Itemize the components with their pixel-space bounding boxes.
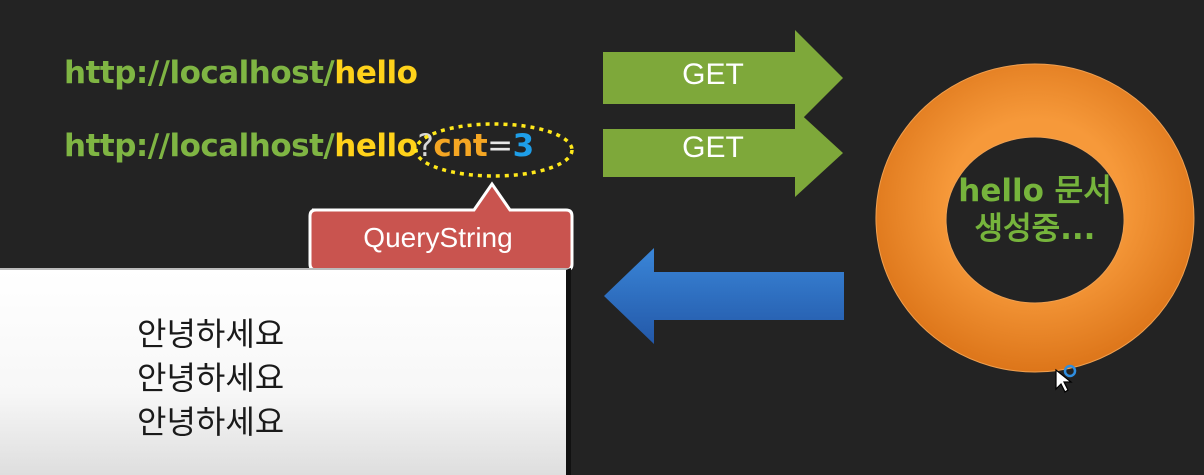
url-path: hello — [334, 55, 418, 91]
response-line: 안녕하세요 — [137, 359, 285, 397]
server-status-line-1: hello 문서 — [958, 173, 1112, 209]
query-highlight-ellipse — [414, 122, 574, 178]
query-question-mark: ? — [417, 128, 434, 164]
server-status-line-2: 생성중... — [974, 211, 1096, 247]
query-equals: = — [487, 128, 513, 164]
response-panel — [0, 268, 571, 475]
querystring-label: QueryString — [363, 222, 513, 253]
url-base: http://localhost/ — [64, 128, 335, 164]
response-line: 안녕하세요 — [137, 403, 285, 441]
get-arrow-2 — [603, 109, 843, 197]
response-content: 안녕하세요 안녕하세요 안녕하세요 — [137, 312, 284, 444]
get-label-1: GET — [682, 58, 744, 91]
query-param-name: cnt — [433, 128, 488, 164]
response-arrow — [604, 248, 844, 344]
request-url-2: http://localhost/hello?cnt=3 — [64, 128, 534, 164]
request-url-1: http://localhost/hello — [64, 55, 418, 91]
query-param-value: 3 — [512, 128, 535, 164]
get-arrow-1 — [603, 30, 843, 126]
mouse-cursor-icon — [1055, 364, 1077, 393]
url-path: hello — [334, 128, 418, 164]
server-status-text: hello 문서 생성중... — [900, 172, 1170, 248]
url-base: http://localhost/ — [64, 55, 335, 91]
get-label-2: GET — [682, 131, 744, 164]
response-line: 안녕하세요 — [137, 315, 285, 353]
server-processing-ring — [875, 63, 1195, 373]
